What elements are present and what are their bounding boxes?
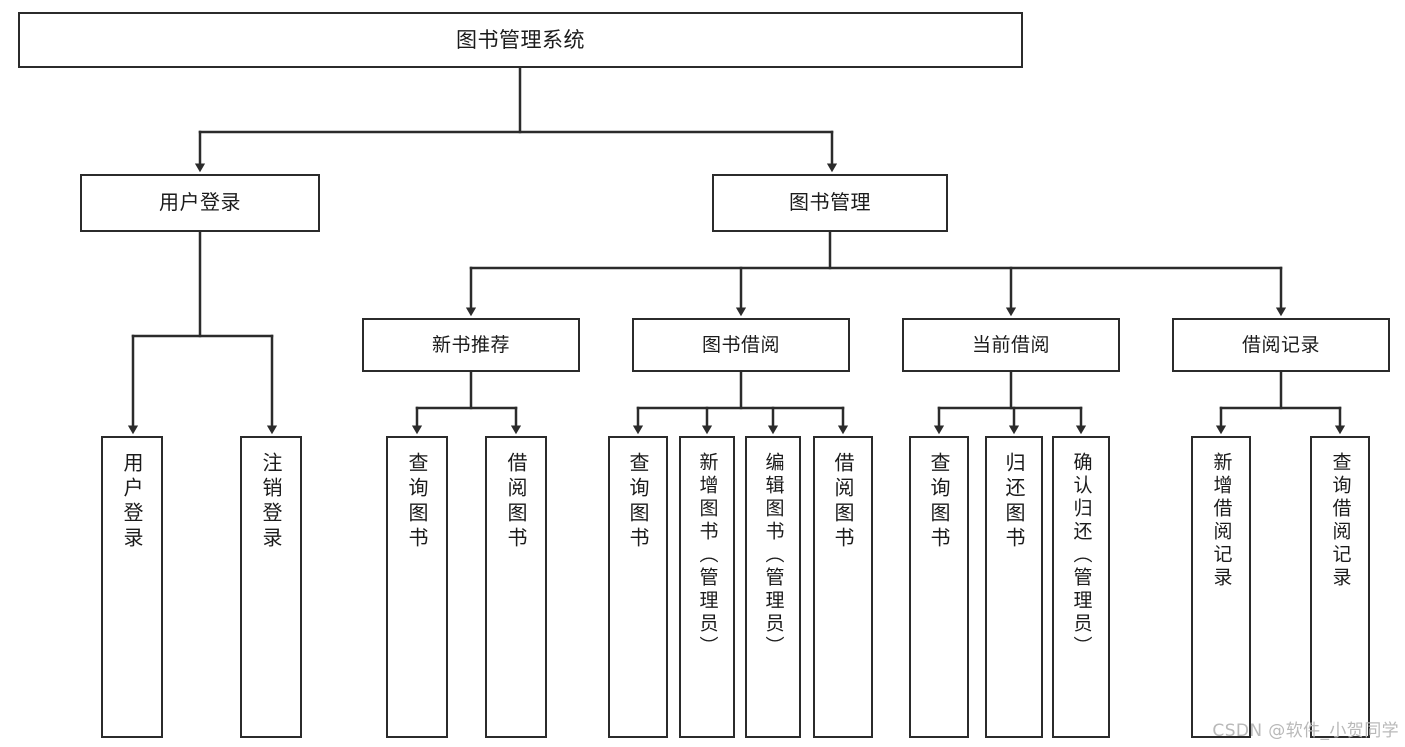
node-new-book-recommend[interactable]: 新书推荐 — [362, 318, 580, 372]
leaf-node[interactable]: 借阅图书 — [813, 436, 873, 738]
leaf-node[interactable]: 确认归还（管理员） — [1052, 436, 1110, 738]
node-book-management[interactable]: 图书管理 — [712, 174, 948, 232]
node-user-login[interactable]: 用户登录 — [80, 174, 320, 232]
leaf-node-label: 新增借阅记录 — [1210, 452, 1233, 590]
node-current-borrow-label: 当前借阅 — [971, 333, 1050, 356]
leaf-node-label: 查询借阅记录 — [1329, 452, 1352, 590]
node-book-management-label: 图书管理 — [789, 190, 871, 215]
node-user-login-label: 用户登录 — [159, 190, 241, 215]
leaf-node-label: 确认归还（管理员） — [1070, 452, 1093, 659]
node-book-borrow[interactable]: 图书借阅 — [632, 318, 850, 372]
leaf-node[interactable]: 查询图书 — [608, 436, 668, 738]
leaf-node-label: 归还图书 — [1002, 452, 1026, 552]
node-new-book-recommend-label: 新书推荐 — [431, 333, 510, 356]
node-current-borrow[interactable]: 当前借阅 — [902, 318, 1120, 372]
node-book-borrow-label: 图书借阅 — [701, 333, 780, 356]
leaf-node-label: 用户登录 — [120, 452, 144, 552]
leaf-node-label: 借阅图书 — [504, 452, 528, 552]
leaf-node[interactable]: 用户登录 — [101, 436, 163, 738]
leaf-node[interactable]: 编辑图书（管理员） — [745, 436, 801, 738]
node-root[interactable]: 图书管理系统 — [18, 12, 1023, 68]
leaf-node-label: 新增图书（管理员） — [696, 452, 719, 659]
leaf-node-label: 借阅图书 — [831, 452, 855, 552]
watermark: CSDN @软件_小贺同学 — [1212, 721, 1399, 741]
leaf-node-label: 编辑图书（管理员） — [762, 452, 785, 659]
leaf-node[interactable]: 查询图书 — [909, 436, 969, 738]
leaf-node[interactable]: 新增借阅记录 — [1191, 436, 1251, 738]
leaf-node-label: 查询图书 — [405, 452, 429, 552]
node-root-label: 图书管理系统 — [456, 27, 585, 52]
leaf-node-label: 查询图书 — [927, 452, 951, 552]
leaf-node-label: 查询图书 — [626, 452, 650, 552]
leaf-node[interactable]: 查询图书 — [386, 436, 448, 738]
leaf-node[interactable]: 新增图书（管理员） — [679, 436, 735, 738]
leaf-node[interactable]: 借阅图书 — [485, 436, 547, 738]
leaf-node[interactable]: 查询借阅记录 — [1310, 436, 1370, 738]
leaf-node-label: 注销登录 — [259, 452, 283, 552]
node-borrow-record[interactable]: 借阅记录 — [1172, 318, 1390, 372]
leaf-node[interactable]: 注销登录 — [240, 436, 302, 738]
leaf-node[interactable]: 归还图书 — [985, 436, 1043, 738]
node-borrow-record-label: 借阅记录 — [1241, 333, 1320, 356]
